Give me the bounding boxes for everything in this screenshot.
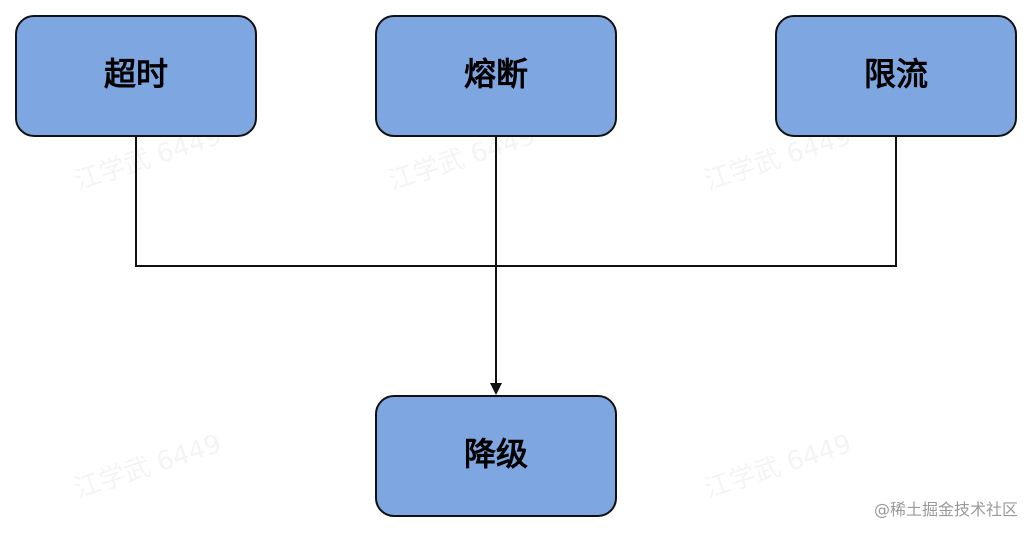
node-label: 熔断 xyxy=(464,55,528,93)
node-label: 限流 xyxy=(864,55,928,93)
node-rate-limit: 限流 xyxy=(775,15,1017,137)
node-label: 超时 xyxy=(104,55,168,93)
node-label: 降级 xyxy=(464,435,528,473)
site-credit: @稀土掘金技术社区 xyxy=(873,500,1018,519)
watermark-text: 江学武 6449 xyxy=(71,429,225,505)
edge-rate-limit-to-degrade xyxy=(496,136,897,267)
edge-timeout-to-degrade xyxy=(135,136,496,267)
watermark-text: 江学武 6449 xyxy=(701,429,855,505)
edges xyxy=(135,136,897,395)
node-timeout: 超时 xyxy=(15,15,257,137)
node-circuit-breaker: 熔断 xyxy=(375,15,617,137)
node-degrade: 降级 xyxy=(375,395,617,517)
